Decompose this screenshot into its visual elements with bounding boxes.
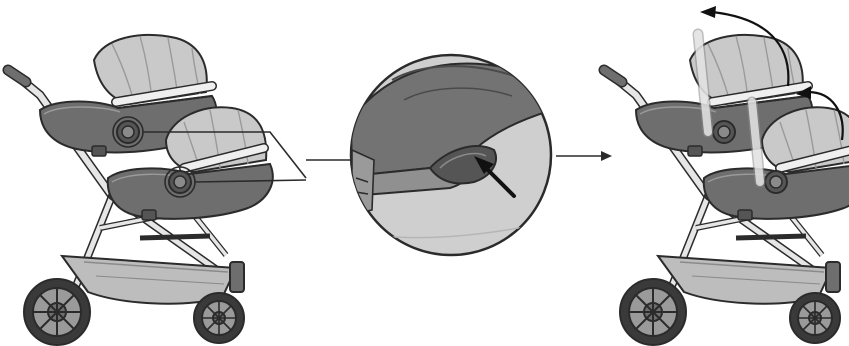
process-flow-arrow [556, 151, 612, 161]
zoom-detail [351, 55, 552, 255]
stroller-right [604, 6, 849, 345]
stroller-left [8, 35, 273, 345]
